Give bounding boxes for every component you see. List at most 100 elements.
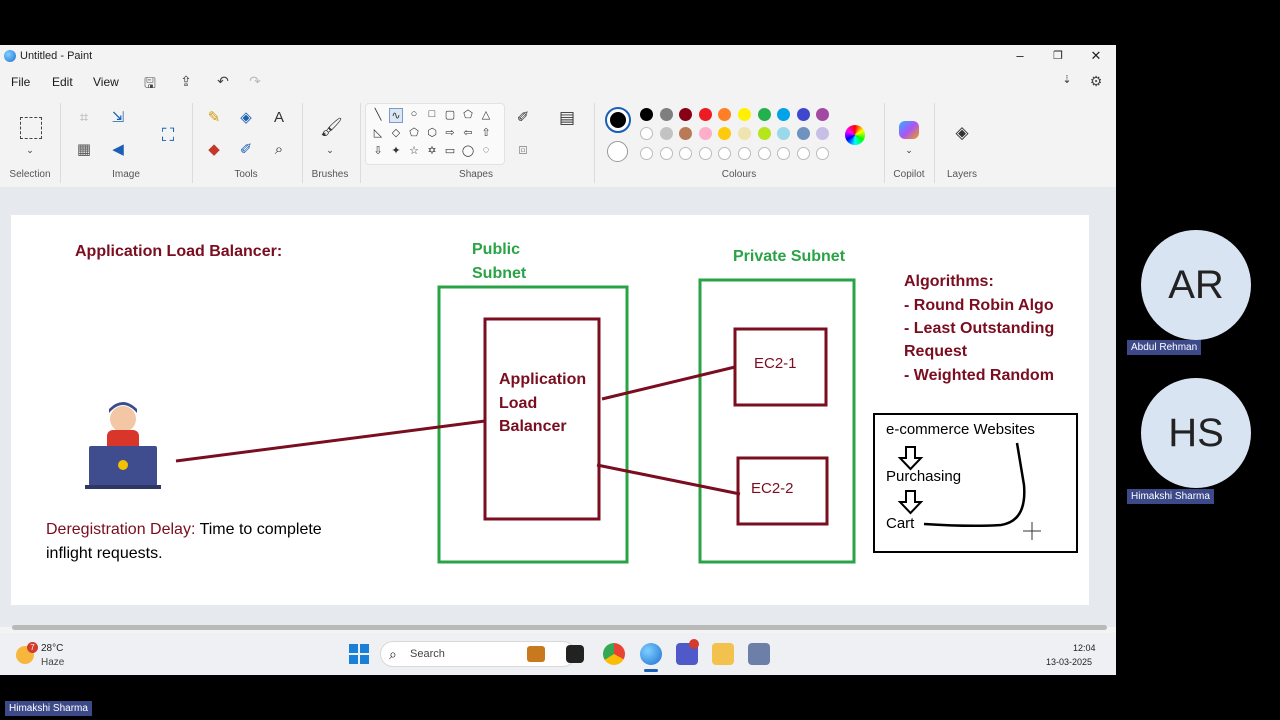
custom-color-slot[interactable] [777,147,791,160]
diamond-shape-icon[interactable]: ◇ [391,127,401,139]
minimize-button[interactable]: – [1016,48,1024,63]
color-swatch[interactable] [659,108,673,121]
menu-edit[interactable]: Edit [52,75,73,89]
brush-icon[interactable]: 🖌 [320,117,343,137]
custom-color-slot[interactable] [698,147,712,160]
start-button[interactable] [349,644,369,664]
edit-colors-icon[interactable] [845,125,865,145]
remove-background-icon[interactable]: ▦ [76,141,92,158]
shapes-gallery[interactable]: ╲ ∿ ○ □ ▢ ⬠ △ ◺ ◇ ⬠ ⬡ ⇨ ⇦ ⇧ ⇩ ✦ ☆ ✡ ▭ ◯ [365,103,505,165]
right-triangle-shape-icon[interactable]: ◺ [373,127,383,139]
selection-icon[interactable] [20,117,42,139]
taskbar-search[interactable]: ⌕ Search [380,641,576,667]
triangle-shape-icon[interactable]: △ [481,109,491,121]
chrome-icon[interactable] [603,643,625,665]
undo-icon[interactable]: ↶ [217,73,229,89]
redo-icon[interactable]: ↷ [249,73,261,89]
custom-color-slot[interactable] [718,147,732,160]
custom-color-slot[interactable] [659,147,673,160]
maximize-button[interactable]: ❐ [1053,50,1063,62]
pencil-icon[interactable]: ✎ [207,109,221,126]
clock-date[interactable]: 13-03-2025 [1046,657,1093,667]
color-swatch[interactable] [796,127,810,140]
six-point-star-shape-icon[interactable]: ✡ [427,145,437,157]
paint-taskbar-icon[interactable] [640,643,662,665]
color-swatch[interactable] [659,127,673,140]
color-picker-icon[interactable]: ✐ [239,141,253,158]
down-arrow-shape-icon[interactable]: ⇩ [373,145,383,157]
color-swatch[interactable] [816,108,830,121]
custom-color-slot[interactable] [796,147,810,160]
clock-time[interactable]: 12:04 [1073,643,1096,653]
four-point-star-shape-icon[interactable]: ✦ [391,145,401,157]
polygon-shape-icon[interactable]: ⬠ [463,109,473,121]
callout-rect-shape-icon[interactable]: ▭ [444,145,456,157]
crop-icon[interactable]: ⌗ [79,109,89,126]
resize-icon[interactable]: ⇲ [111,109,125,126]
color-swatch[interactable] [757,108,771,121]
share-icon[interactable]: ⇪ [180,73,192,89]
left-arrow-shape-icon[interactable]: ⇦ [463,127,473,139]
image-generate-icon[interactable]: ⛶ [161,125,175,145]
custom-color-slot[interactable] [679,147,693,160]
color-swatch[interactable] [640,108,653,121]
color-swatch[interactable] [698,108,712,121]
chevron-down-icon[interactable]: ⌄ [26,145,34,155]
color-swatch[interactable] [679,127,693,140]
participant-avatar[interactable]: AR [1141,230,1251,340]
rotate-icon[interactable]: ◀ [112,141,124,158]
remote-desktop-icon[interactable] [748,643,770,665]
text-tool-icon[interactable]: A [273,109,284,126]
color-swatch[interactable] [796,108,810,121]
chevron-down-icon[interactable]: ⌄ [326,145,334,155]
color-swatch[interactable] [777,127,791,140]
custom-color-slot[interactable] [640,147,653,160]
custom-color-slot[interactable] [757,147,771,160]
menu-view[interactable]: View [93,75,119,89]
fill-icon[interactable]: ⧈ [518,141,528,158]
task-view-icon[interactable] [566,645,584,663]
save-icon[interactable]: 🖫 [144,75,156,91]
horizontal-scrollbar[interactable] [12,625,1107,630]
secondary-color[interactable] [607,141,628,162]
menu-file[interactable]: File [11,75,31,89]
close-button[interactable]: ✕ [1090,48,1102,63]
download-icon[interactable]: ⇣ [1062,74,1072,86]
color-swatch[interactable] [698,127,712,140]
color-swatch[interactable] [679,108,693,121]
right-arrow-shape-icon[interactable]: ⇨ [445,127,455,139]
shape-fill-icon[interactable]: ▤ [558,108,576,127]
color-swatch[interactable] [738,127,751,140]
pentagon-shape-icon[interactable]: ⬠ [409,127,419,139]
custom-color-slot[interactable] [816,147,830,160]
chevron-down-icon[interactable]: ⌄ [905,145,913,155]
color-swatch[interactable] [757,127,771,140]
eraser-icon[interactable]: ◆ [208,141,220,158]
color-swatch[interactable] [777,108,791,121]
weather-widget[interactable]: 7 28°C Haze [14,640,104,670]
primary-color[interactable] [605,107,631,133]
color-swatch[interactable] [718,108,732,121]
hexagon-shape-icon[interactable]: ⬡ [427,127,437,139]
magnifier-icon[interactable]: ⌕ [274,141,284,158]
fill-bucket-icon[interactable]: ◈ [240,109,252,126]
participant-avatar[interactable]: HS [1141,378,1251,488]
cloud-callout-shape-icon[interactable]: ◌ [482,144,490,156]
settings-gear-icon[interactable]: ⚙ [1089,73,1103,89]
outline-icon[interactable]: ✐ [516,109,530,126]
five-point-star-shape-icon[interactable]: ☆ [409,145,419,157]
line-shape-icon[interactable]: ╲ [374,109,382,121]
color-swatch[interactable] [640,127,653,140]
callout-oval-shape-icon[interactable]: ◯ [461,145,475,157]
curve-shape-icon[interactable]: ∿ [389,108,403,123]
up-arrow-shape-icon[interactable]: ⇧ [481,127,491,139]
copilot-icon[interactable] [899,121,919,139]
file-explorer-icon[interactable] [712,643,734,665]
custom-color-slot[interactable] [738,147,751,160]
color-swatch[interactable] [718,127,732,140]
drawing-canvas[interactable]: Application Load Balancer: Public Subnet… [11,215,1089,605]
oval-shape-icon[interactable]: ○ [410,108,418,120]
color-swatch[interactable] [816,127,830,140]
color-swatch[interactable] [738,108,751,121]
rounded-rect-shape-icon[interactable]: ▢ [444,109,456,121]
